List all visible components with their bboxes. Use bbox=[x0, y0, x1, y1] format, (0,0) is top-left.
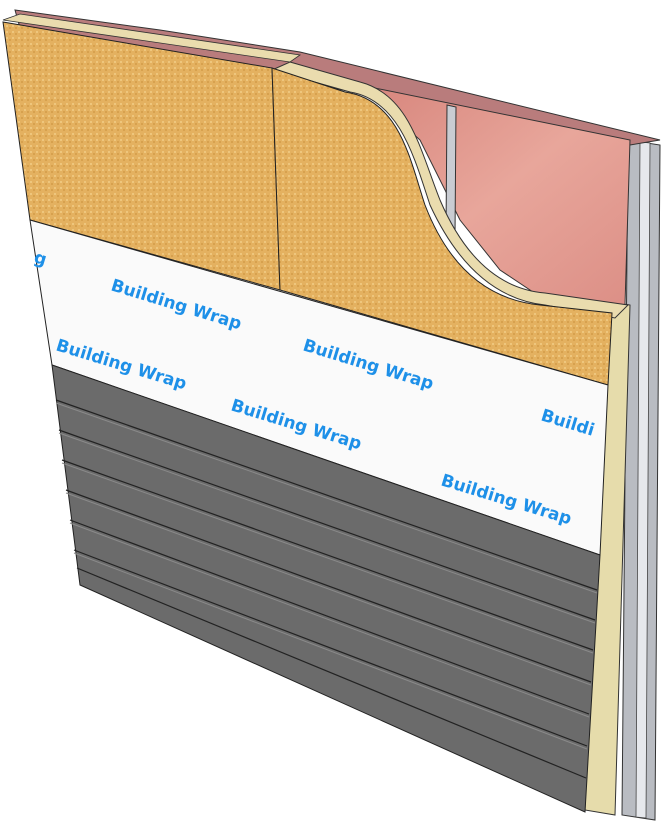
wrap-label: g bbox=[32, 248, 49, 271]
lap-siding bbox=[51, 364, 601, 813]
foam-top-edge bbox=[2, 13, 302, 63]
osb-panel-right bbox=[271, 67, 613, 386]
foam-board-cutaway bbox=[270, 61, 630, 319]
insulation bbox=[358, 84, 631, 306]
